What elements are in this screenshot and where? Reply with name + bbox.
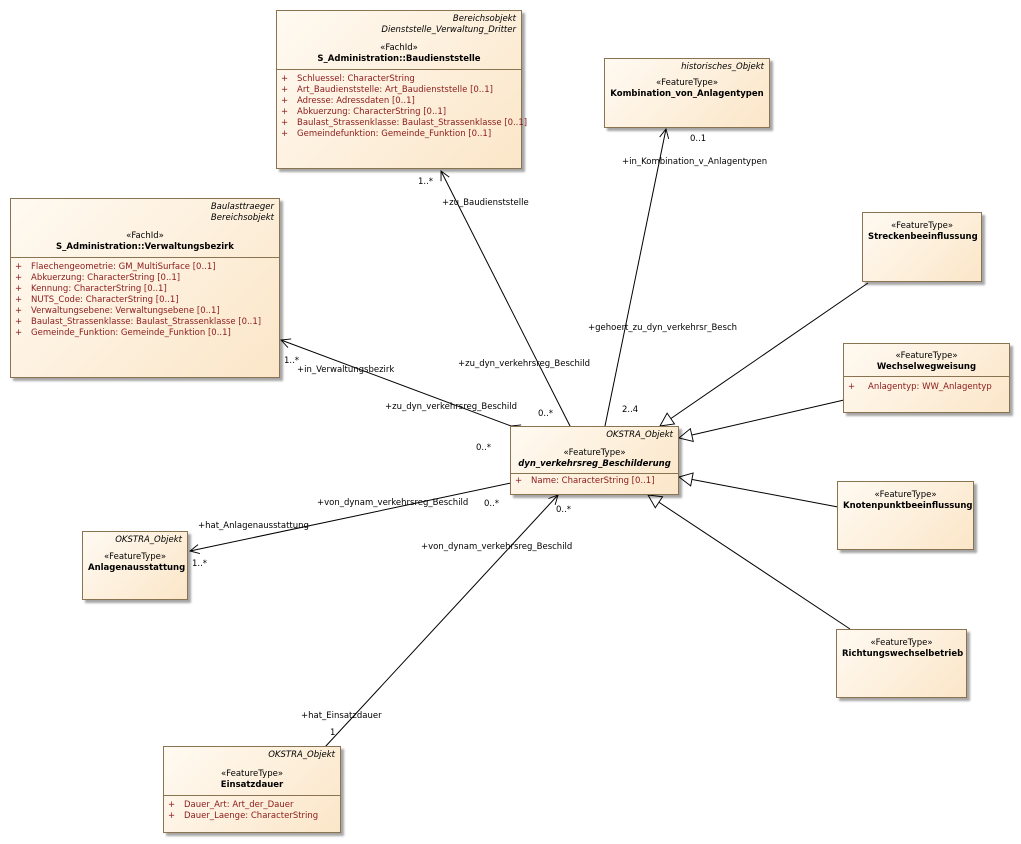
attribute-row[interactable]: +Gemeinde_Funktion: Gemeinde_Funktion [0… (15, 328, 231, 338)
class-richtungswechselbetrieb[interactable]: «FeatureType» Richtungswechselbetrieb (836, 629, 967, 698)
class-stereotype: «FeatureType» (874, 490, 937, 500)
attribute-compartment: +Schluessel: CharacterString +Art_Baudie… (277, 69, 528, 142)
class-kombination-von-anlagentypen[interactable]: historisches_Objekt «FeatureType» Kombin… (604, 58, 770, 128)
attribute-row[interactable]: +Art_Baudienststelle: Art_Baudienststell… (281, 85, 493, 95)
attribute-row[interactable]: +Dauer_Laenge: CharacterString (168, 811, 319, 821)
class-anlagenausstattung[interactable]: OKSTRA_Objekt «FeatureType» Anlagenausst… (82, 531, 188, 600)
attribute-row[interactable]: +Abkuerzung: CharacterString [0..1] (15, 273, 181, 283)
attribute-row[interactable]: +Abkuerzung: CharacterString [0..1] (281, 107, 447, 117)
generalization-richtungswechsel[interactable] (648, 495, 851, 630)
class-name: Einsatzdauer (220, 780, 284, 790)
class-name: Knotenpunktbeeinflussung (843, 501, 973, 511)
role-in-kombination: +in_Kombination_v_Anlagentypen (622, 157, 768, 167)
attribute-row[interactable]: +Verwaltungsebene: Verwaltungsebene [0..… (15, 306, 220, 316)
attribute-row[interactable]: +Anlagentyp: WW_Anlagentyp (848, 382, 992, 392)
attribute-row[interactable]: +Baulast_Strassenklasse: Baulast_Strasse… (15, 317, 262, 327)
role-zu-beschild-1: +zu_dyn_verkehrsreg_Beschild (458, 359, 591, 369)
class-einsatzdauer[interactable]: OKSTRA_Objekt «FeatureType» Einsatzdauer… (163, 746, 341, 833)
class-dyn-verkehrsreg-beschilderung[interactable]: OKSTRA_Objekt «FeatureType» dyn_verkehrs… (510, 426, 679, 495)
attribute-row[interactable]: +Kennung: CharacterString [0..1] (15, 284, 167, 294)
mult-einsatzdauer: 1 (330, 728, 336, 738)
assoc-kombination[interactable] (605, 129, 666, 426)
class-name: dyn_verkehrsreg_Beschilderung (518, 459, 671, 469)
role-gehoert-zu: +gehoert_zu_dyn_verkehrsr_Besch (588, 323, 738, 333)
mult-von-dynam-2: 0..* (556, 505, 572, 515)
assoc-einsatzdauer[interactable] (324, 495, 558, 748)
attribute-row[interactable]: +Name: CharacterString [0..1] (515, 476, 655, 486)
role-von-dynam-1: +von_dynam_verkehrsreg_Beschild (317, 498, 469, 508)
attribute-row[interactable]: +Adresse: Adressdaten [0..1] (281, 96, 415, 106)
class-stereotype: «FeatureType» (563, 448, 626, 458)
class-verwaltungsbezirk[interactable]: Baulasttraeger Bereichsobjekt «FachId» S… (10, 198, 280, 378)
generalization-knotenpunkt[interactable] (679, 477, 839, 508)
mult-gehoert-zu: 2..4 (622, 405, 639, 415)
mult-kombination: 0..1 (690, 134, 707, 144)
class-tag: Bereichsobjekt (452, 14, 516, 24)
class-name: Anlagenausstattung (88, 563, 186, 573)
class-name: S_Administration::Verwaltungsbezirk (56, 242, 234, 252)
assoc-anlagenausstattung[interactable] (190, 483, 511, 551)
class-name: S_Administration::Baudienststelle (317, 54, 481, 64)
class-name: Kombination_von_Anlagentypen (610, 89, 764, 99)
class-stereotype: «FeatureType» (895, 351, 958, 361)
class-stereotype: «FachId» (126, 231, 164, 241)
attribute-row[interactable]: +Schluessel: CharacterString (281, 74, 415, 84)
generalization-streckenbeeinflussung[interactable] (660, 282, 869, 426)
role-zu-baudienststelle: +zu_Baudienststelle (442, 198, 529, 208)
class-tag: Baulasttraeger (210, 202, 274, 212)
class-stereotype: «FeatureType» (870, 638, 933, 648)
role-in-verwaltungsbezirk: +in_Verwaltungsbezirk (297, 365, 395, 375)
class-stereotype: «FeatureType» (220, 769, 284, 779)
class-name: Richtungswechselbetrieb (842, 649, 964, 659)
class-tag: Dienststelle_Verwaltung_Dritter (381, 25, 516, 35)
class-knotenpunktbeeinflussung[interactable]: «FeatureType» Knotenpunktbeeinflussung (837, 481, 974, 550)
assoc-zu-baudienststelle[interactable] (441, 171, 570, 426)
attribute-compartment: +Flaechengeometrie: GM_MultiSurface [0..… (11, 257, 279, 341)
class-tag: historisches_Objekt (681, 62, 764, 72)
mult-von-dynam-1: 0..* (484, 499, 500, 509)
class-stereotype: «FeatureType» (655, 78, 719, 88)
role-hat-anlagenausstattung: +hat_Anlagenausstattung (198, 521, 309, 531)
role-zu-beschild-2: +zu_dyn_verkehrsreg_Beschild (385, 402, 518, 412)
attribute-row[interactable]: +Dauer_Art: Art_der_Dauer (168, 800, 294, 810)
attribute-row[interactable]: +Baulast_Strassenklasse: Baulast_Strasse… (281, 118, 528, 128)
class-stereotype: «FachId» (380, 43, 418, 53)
attribute-row[interactable]: +Gemeindefunktion: Gemeinde_Funktion [0.… (281, 129, 492, 139)
class-tag: OKSTRA_Objekt (606, 430, 673, 440)
class-stereotype: «FeatureType» (103, 552, 167, 562)
mult-beschild-1: 0..* (538, 409, 554, 419)
attribute-row[interactable]: +Flaechengeometrie: GM_MultiSurface [0..… (15, 262, 216, 272)
class-tag: OKSTRA_Objekt (268, 750, 335, 760)
generalization-wechselwegweisung[interactable] (679, 399, 845, 438)
mult-baudienststelle: 1..* (418, 177, 434, 187)
class-tag: Bereichsobjekt (210, 213, 274, 223)
mult-anlagenausstattung: 1..* (192, 559, 208, 569)
class-streckenbeeinflussung[interactable]: «FeatureType» Streckenbeeinflussung (862, 212, 982, 282)
mult-beschild-2: 0..* (476, 443, 492, 453)
class-wechselwegweisung[interactable]: «FeatureType» Wechselwegweisung +Anlagen… (843, 343, 1010, 413)
assoc-verwaltungsbezirk[interactable] (281, 340, 511, 426)
class-baudienststelle[interactable]: Bereichsobjekt Dienststelle_Verwaltung_D… (276, 10, 528, 169)
class-tag: OKSTRA_Objekt (115, 535, 182, 545)
mult-verwaltungsbezirk: 1..* (284, 356, 300, 366)
attribute-compartment: +Name: CharacterString [0..1] (511, 473, 678, 489)
attribute-compartment: +Dauer_Art: Art_der_Dauer +Dauer_Laenge:… (164, 795, 340, 824)
class-name: Wechselwegweisung (876, 362, 977, 372)
attribute-row[interactable]: +NUTS_Code: CharacterString [0..1] (15, 295, 179, 305)
role-von-dynam-2: +von_dynam_verkehrsreg_Beschild (421, 542, 573, 552)
class-name: Streckenbeeinflussung (868, 232, 978, 242)
role-hat-einsatzdauer: +hat_Einsatzdauer (301, 711, 382, 721)
class-stereotype: «FeatureType» (890, 221, 954, 231)
attribute-compartment: +Anlagentyp: WW_Anlagentyp (844, 376, 1009, 395)
